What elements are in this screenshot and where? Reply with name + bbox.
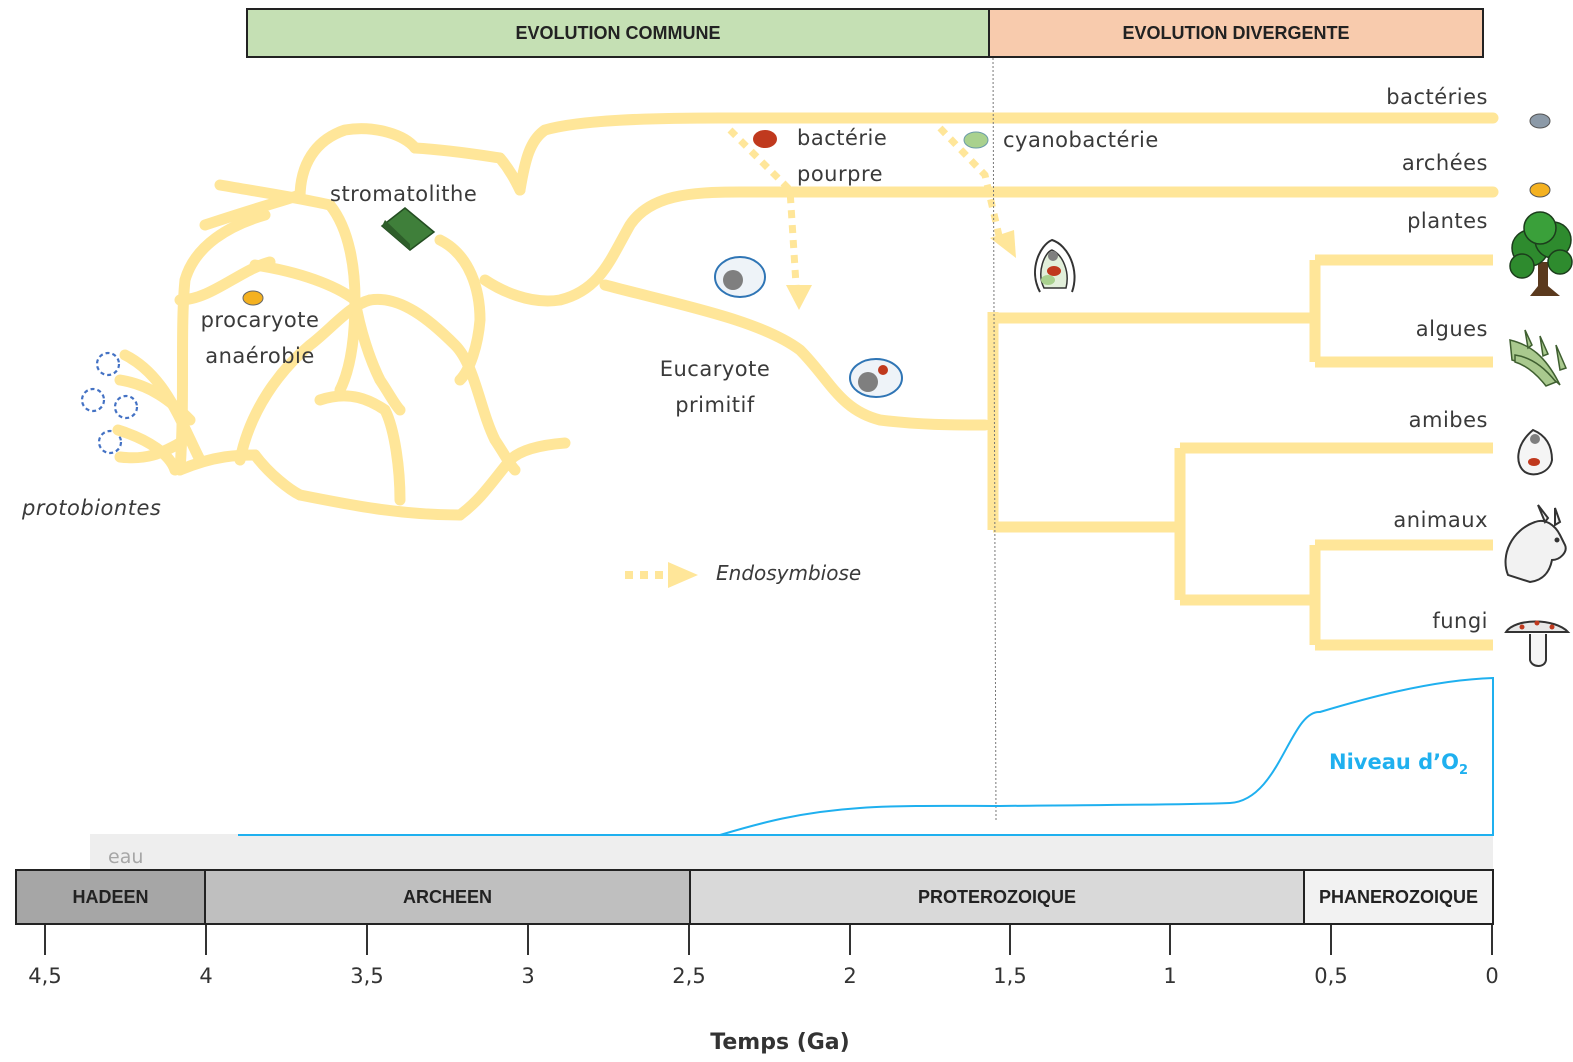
tick-label: 1 [1163,964,1177,988]
protobiontes-label: protobiontes [22,496,162,520]
endosymbiosis-arrows [625,125,1016,588]
era-hadeen: HADEEN [15,869,206,925]
bacterie-pourpre-label-line2: pourpre [797,162,884,186]
evolution-commune-band: EVOLUTION COMMUNE [246,8,990,58]
stromatolithe-label: stromatolithe [330,182,478,206]
plant-cell-icon [1034,238,1076,293]
cyanobacterium-icon [963,131,989,149]
lineage-label-archees: archées [1401,151,1488,175]
mushroom-icon [1504,620,1571,667]
era-phanerozoique: PHANEROZOIQUE [1303,869,1494,925]
purple-bacterium-icon [753,130,777,148]
lineage-label-plantes: plantes [1407,209,1488,233]
bacterie-pourpre-label-line1: bactérie [797,126,888,150]
tick-label: 3 [521,964,535,988]
lineage-label-animaux: animaux [1393,508,1488,532]
oxygen-label-subscript: 2 [1459,763,1469,779]
oxygen-label-text: Niveau d’O [1329,750,1459,774]
evolution-commune-label: EVOLUTION COMMUNE [515,22,721,43]
rabbit-icon [1504,504,1567,584]
tick-label: 4,5 [28,964,62,988]
water-band [90,834,1493,870]
bacteria-icon [1529,113,1551,129]
eukaryote-mito-cell-icon [849,358,903,398]
divergence-line [992,57,997,821]
protobiont-circles [80,351,139,455]
oxygen-curve [238,676,1494,836]
oxygen-level-label: Niveau d’O2 [1329,750,1468,778]
stromatolite-icon [380,207,436,251]
era-hadeen-label: HADEEN [72,886,149,907]
eukaryote-tree [987,254,1493,651]
lineage-label-bacteries: bactéries [1386,85,1488,109]
tick-label: 2,5 [672,964,706,988]
endosymbiose-label: Endosymbiose [716,561,862,585]
early-network [112,112,1499,521]
tick-label: 3,5 [350,964,384,988]
algae-icon [1509,329,1568,387]
evolution-divergente-band: EVOLUTION DIVERGENTE [988,8,1484,58]
cyanobacterie-label: cyanobactérie [1003,128,1159,152]
tick-label: 1,5 [993,964,1027,988]
era-archeen: ARCHEEN [204,869,691,925]
eukaryote-cell-icon [714,256,766,298]
tree-icon [1509,211,1573,296]
lineage-label-fungi: fungi [1432,609,1488,633]
archaea-icon [1529,182,1551,198]
tick-label: 0 [1485,964,1499,988]
era-phanerozoique-label: PHANEROZOIQUE [1318,886,1478,907]
tick-label: 2 [843,964,857,988]
evolution-divergente-label: EVOLUTION DIVERGENTE [1122,22,1350,43]
lineage-label-algues: algues [1415,317,1488,341]
procaryote-icon [242,290,264,306]
tick-label: 4 [199,964,213,988]
era-archeen-label: ARCHEEN [402,886,492,907]
time-axis-ticks [44,925,1493,955]
eau-label: eau [108,846,144,868]
time-axis-title: Temps (Ga) [710,1030,850,1055]
era-proterozoique-label: PROTEROZOIQUE [917,886,1076,907]
amoeba-icon [1517,428,1554,476]
procaryote-label-line2: anaérobie [205,344,315,368]
eucaryote-label-line2: primitif [675,393,755,417]
tick-label: 0,5 [1314,964,1348,988]
procaryote-label-line1: procaryote [200,308,320,332]
era-proterozoique: PROTEROZOIQUE [689,869,1305,925]
lineage-label-amibes: amibes [1408,408,1488,432]
eucaryote-label-line1: Eucaryote [659,357,771,381]
